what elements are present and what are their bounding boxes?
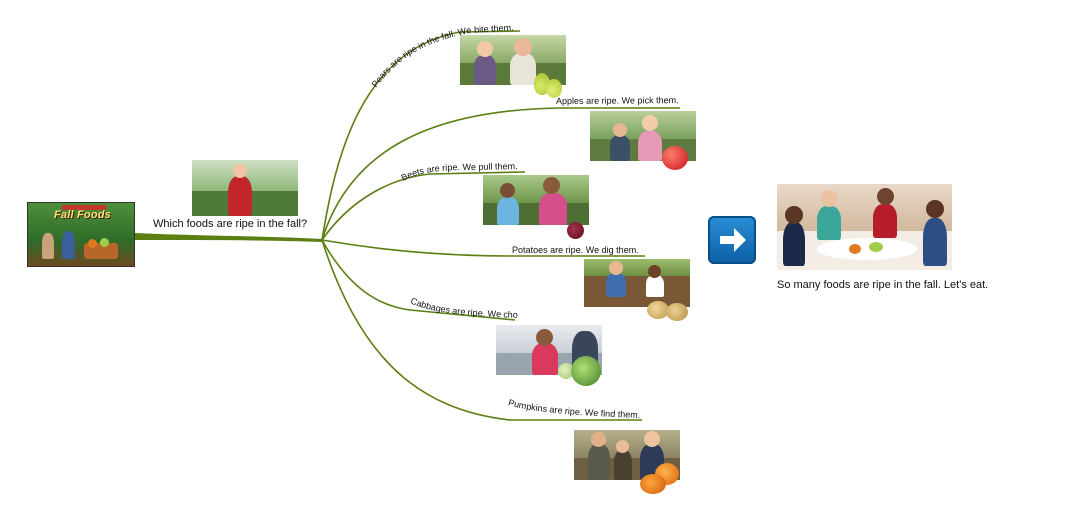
- branch-line-pumpkins: [321, 239, 642, 421]
- summary-text: So many foods are ripe in the fall. Let'…: [777, 279, 989, 291]
- cover-pumpkin: [88, 239, 97, 248]
- branch-label-potatoes-text: Potatoes are ripe. We dig them.: [512, 245, 639, 255]
- branch-line-apples: [321, 107, 680, 241]
- branch-line-cabbages: [321, 239, 516, 321]
- root-branch: [135, 233, 322, 242]
- branch-line-pears: [321, 30, 521, 241]
- cover-person: [42, 233, 54, 259]
- beets-photo: [483, 175, 589, 225]
- branch-label-pumpkins-text: Pumpkins are ripe. We find them.: [507, 397, 640, 420]
- cabbage-icon: [571, 356, 601, 386]
- branch-line-beets: [321, 171, 526, 241]
- arrow-right-icon: [720, 228, 746, 252]
- potatoes-photo: [584, 259, 690, 307]
- branch-label-potatoes: Potatoes are ripe. We dig them.: [512, 245, 639, 255]
- book-cover-image: Fall Foods: [27, 202, 135, 267]
- central-photo: [192, 160, 298, 216]
- branch-label-pumpkins: Pumpkins are ripe. We find them.: [507, 397, 640, 420]
- pear-icon: [546, 79, 562, 98]
- apple-icon: [662, 146, 688, 170]
- cover-cabbage: [100, 238, 109, 247]
- book-cover-band: [62, 205, 106, 210]
- cover-person: [62, 231, 75, 259]
- arrow-right-button[interactable]: [708, 216, 756, 264]
- branch-line-potatoes: [321, 239, 645, 257]
- cabbage-icon: [558, 363, 574, 379]
- pears-photo: [460, 35, 566, 85]
- potato-icon: [666, 303, 688, 321]
- pumpkin-icon: [640, 474, 666, 494]
- central-question: Which foods are ripe in the fall?: [153, 218, 308, 230]
- book-title: Fall Foods: [54, 209, 111, 221]
- branch-label-apples-text: Apples are ripe. We pick them.: [556, 95, 679, 106]
- potato-icon: [647, 301, 669, 319]
- apples-photo: [590, 111, 696, 161]
- branch-label-apples: Apples are ripe. We pick them.: [556, 95, 679, 106]
- beet-icon: [567, 222, 584, 239]
- summary-photo: [777, 184, 952, 270]
